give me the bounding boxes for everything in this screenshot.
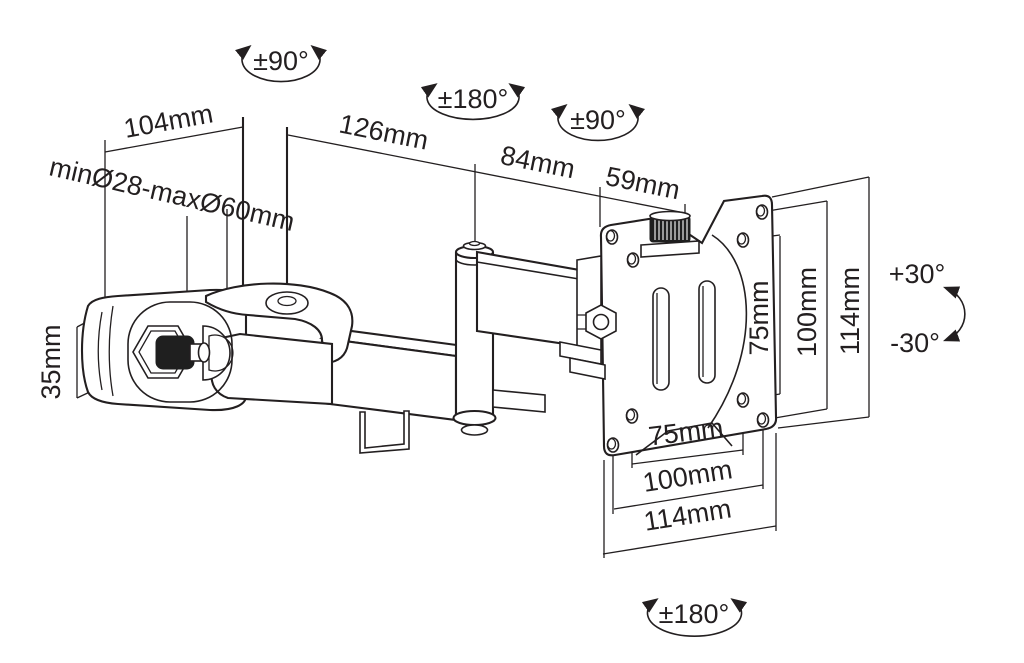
swivel-elbow-label: ±180°: [438, 84, 509, 114]
swivel-elbow-annotation: ±180°: [420, 83, 526, 121]
swivel-clamp-annotation: ±90°: [235, 44, 327, 83]
dim-vesa-h-114: 114mm: [642, 493, 734, 536]
dim-clamp-offset: 104mm: [121, 98, 215, 144]
rotate-plate-annotation: ±180°: [641, 598, 748, 637]
pole-clamp-assembly: [80, 282, 354, 412]
thumbscrew-knob: [640, 210, 700, 258]
dim-vesa-v-75: 75mm: [744, 280, 774, 355]
clamp-knob-icon: [155, 335, 195, 370]
d-ring-handle: [202, 325, 231, 381]
vesa-slot: [652, 287, 670, 391]
rotate-plate-label: ±180°: [659, 599, 730, 629]
vesa-plate: [599, 194, 778, 457]
swivel-plate-label: ±90°: [570, 105, 626, 135]
hub-front-face: [127, 301, 233, 403]
vesa-holes: [605, 204, 770, 453]
swivel-plate-annotation: ±90°: [551, 103, 645, 142]
tilt-bracket: [559, 255, 617, 380]
rotation-arc-icon: [235, 44, 327, 83]
vesa-slot: [698, 280, 716, 384]
dim-arm-lower: 126mm: [337, 109, 431, 156]
tilt-annotation: +30° -30°: [889, 259, 966, 358]
dim-clamp-height: 35mm: [36, 324, 66, 399]
tilt-arc-icon: [943, 286, 966, 342]
dim-arm-upper: 84mm: [498, 140, 577, 184]
rotation-annotations: ±90° ±180° ±90° ±180° +30° -30°: [235, 44, 966, 637]
rotation-arc-icon: [420, 83, 526, 121]
cable-clip: [359, 410, 410, 454]
rotation-arc-icon: [641, 598, 748, 637]
dim-vesa-v-114: 114mm: [835, 267, 865, 355]
tilt-bolt-head: [592, 313, 610, 331]
tilt-down-label: -30°: [890, 328, 940, 358]
dim-pole-diameter: minØ28-maxØ60mm: [47, 151, 298, 237]
swivel-clamp-label: ±90°: [253, 46, 309, 76]
mounting-pole: [241, 117, 289, 294]
tilt-up-label: +30°: [889, 259, 946, 289]
dim-vesa-v-100: 100mm: [792, 267, 822, 357]
arm-segment-2: [475, 250, 595, 350]
rotation-arc-icon: [551, 103, 645, 142]
collar-dome: [265, 291, 309, 315]
clamp-collar: [204, 282, 354, 365]
